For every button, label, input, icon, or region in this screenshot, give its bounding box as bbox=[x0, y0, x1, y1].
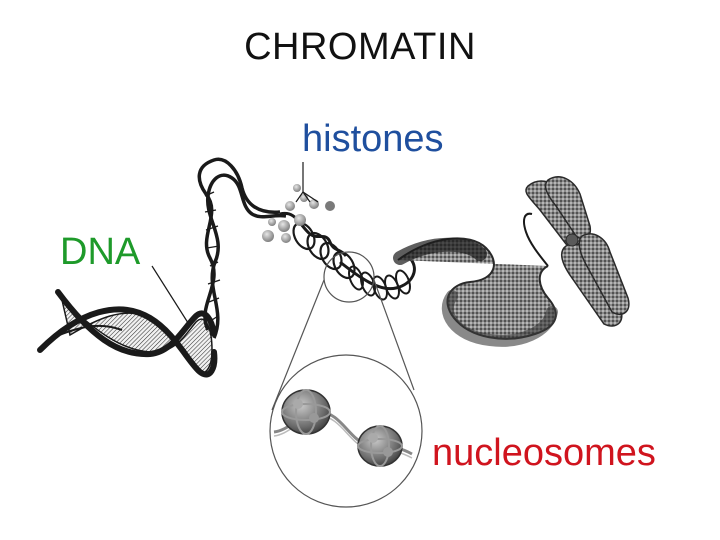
magnifier bbox=[269, 251, 423, 508]
histones-pointer bbox=[295, 162, 319, 203]
dna-helix-strand-inner bbox=[51, 324, 123, 339]
dna-twisted-fiber bbox=[197, 157, 287, 339]
magnifier-zoom-circle bbox=[269, 354, 423, 508]
chromatin-fiber bbox=[339, 237, 558, 347]
nucleosome-2 bbox=[357, 425, 403, 467]
nucleosome-1 bbox=[281, 389, 331, 435]
dna-label: DNA bbox=[60, 231, 141, 273]
nucleosomes-label: nucleosomes bbox=[432, 432, 656, 474]
nucleosome-detail bbox=[273, 389, 413, 467]
dna-double-helix bbox=[37, 289, 218, 378]
magnifier-source-circle bbox=[323, 251, 375, 303]
dna-coiled-segment bbox=[279, 211, 356, 280]
dna-pointer bbox=[151, 265, 191, 327]
diagram-title: CHROMATIN bbox=[244, 26, 476, 68]
histones-label: histones bbox=[302, 118, 444, 160]
histone-cluster bbox=[262, 184, 335, 243]
chromosome-tether bbox=[523, 212, 549, 267]
metaphase-chromosome bbox=[525, 176, 630, 327]
dna-helix-strand-a bbox=[37, 306, 218, 378]
